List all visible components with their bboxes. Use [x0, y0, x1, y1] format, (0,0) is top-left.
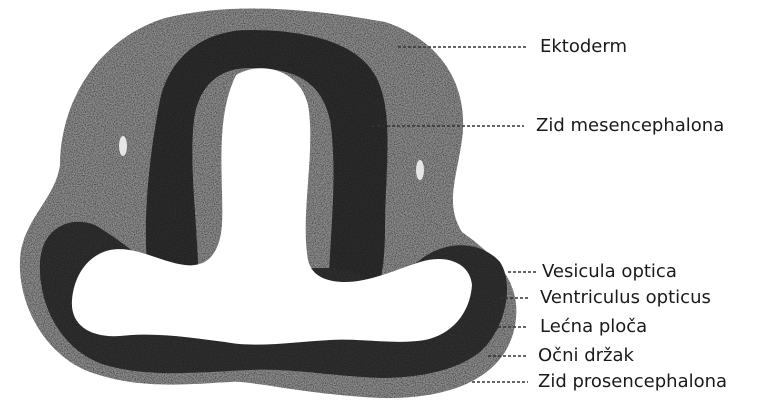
- label-zid-prosencephalona: Zid prosencephalona: [538, 372, 727, 392]
- label-lecna-ploca: Lećna ploča: [540, 317, 647, 337]
- label-ventriculus-opticus: Ventriculus opticus: [540, 288, 711, 308]
- label-vesicula-optica: Vesicula optica: [542, 262, 677, 282]
- label-ektoderm: Ektoderm: [540, 37, 627, 57]
- label-ocni-drzak: Očni držak: [538, 346, 634, 366]
- label-zid-mesencephalona: Zid mesencephalona: [536, 116, 724, 136]
